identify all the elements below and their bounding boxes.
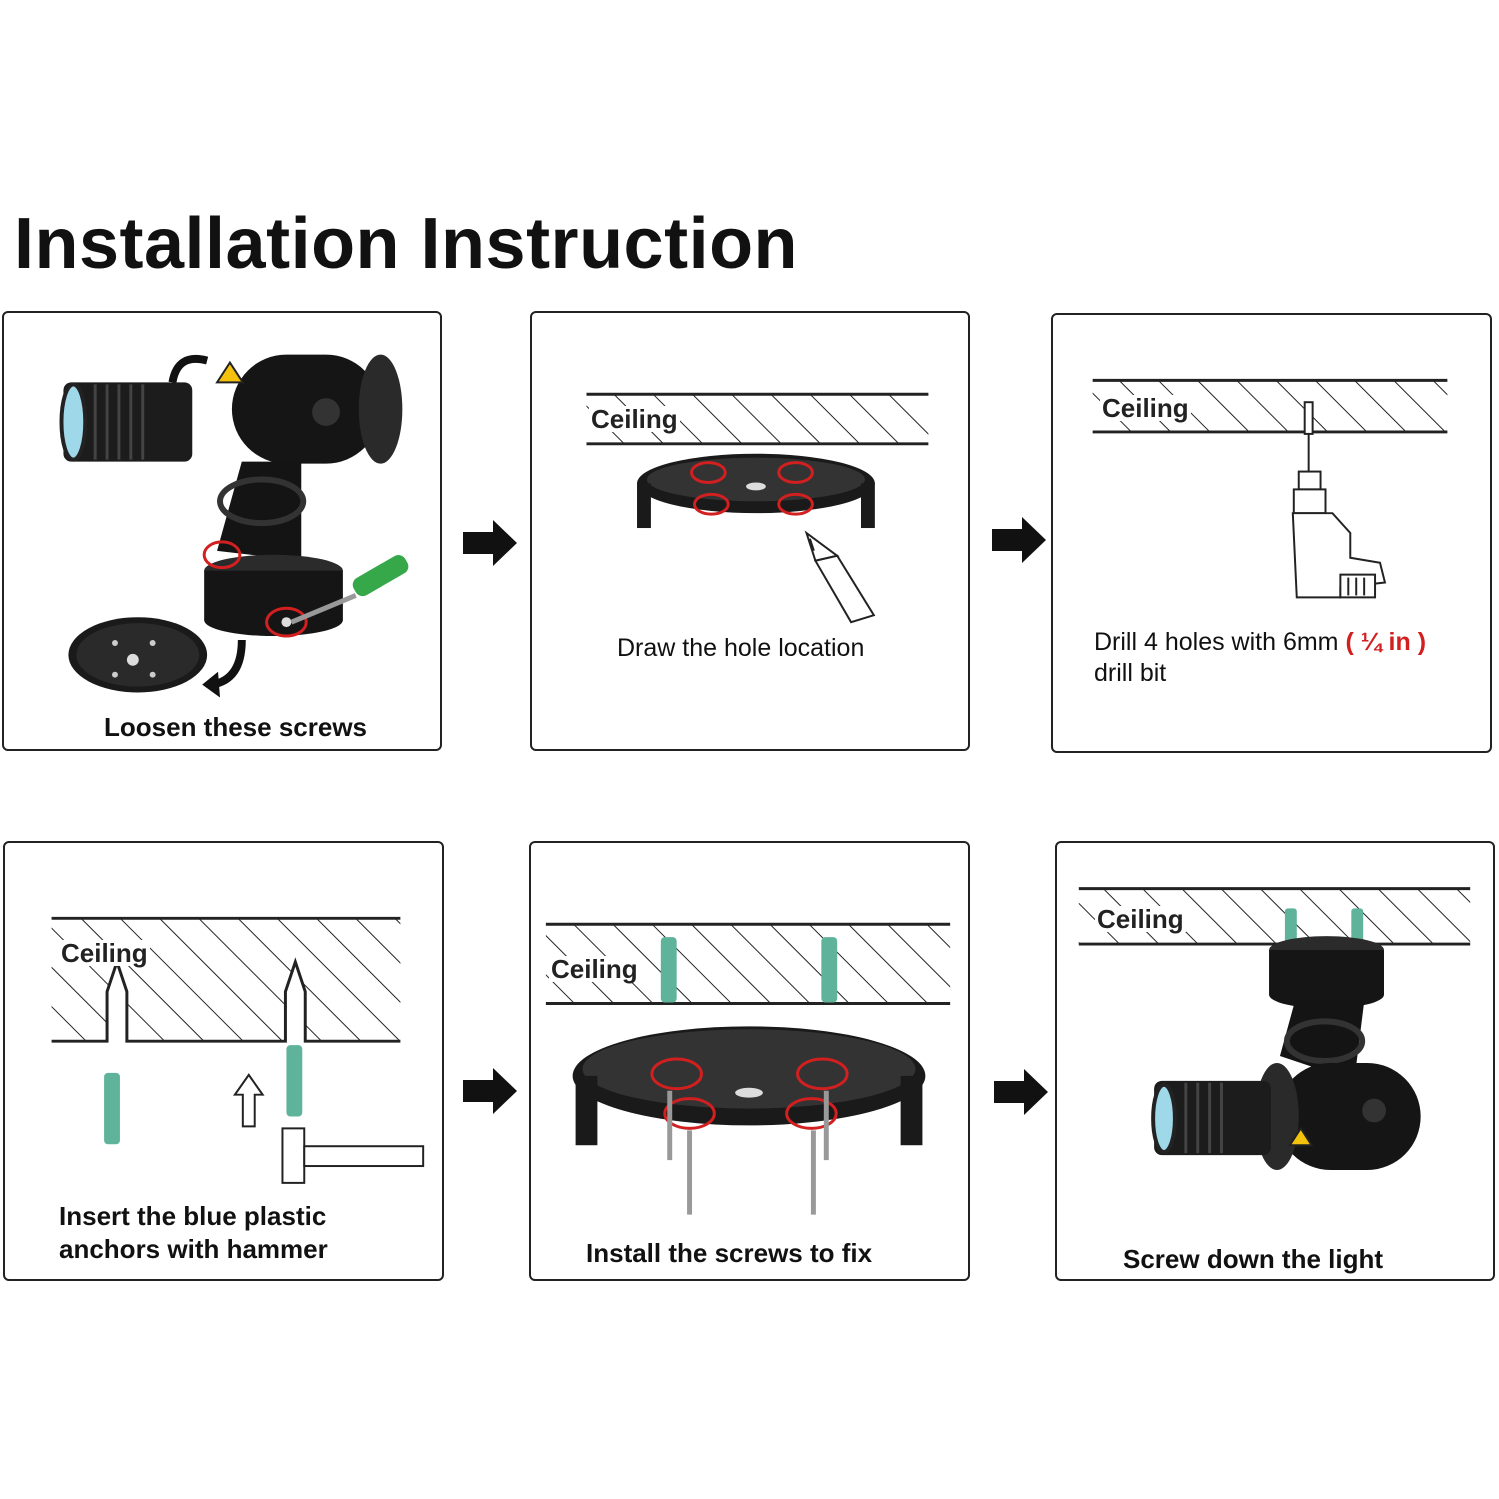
hammer-icon: [281, 1127, 425, 1184]
screw-install-illustration: [545, 922, 951, 1215]
right-arrow-icon: [463, 1068, 517, 1114]
caption-line: anchors with hammer: [59, 1233, 328, 1264]
ceiling-label: Ceiling: [1095, 904, 1186, 934]
step-panel-6: Ceiling Screw down the light: [1055, 841, 1495, 1281]
caption-text: Drill 4 holes with 6mm: [1094, 628, 1339, 656]
ceiling-plate-illustration: [586, 392, 929, 624]
caption-text: drill bit: [1094, 659, 1167, 688]
caption-highlight: ( ¼ in ): [1345, 628, 1427, 656]
step-panel-1: Loosen these screws: [2, 311, 442, 751]
step-6-caption: Screw down the light: [1123, 1244, 1384, 1274]
up-arrow-icon: [232, 1073, 265, 1128]
step-panel-4: Ceiling Insert the blue plastic anchors …: [3, 841, 444, 1281]
ceiling-label: Ceiling: [589, 404, 680, 434]
step-5-caption: Install the screws to fix: [586, 1238, 873, 1268]
step-2-caption: Draw the hole location: [617, 634, 865, 662]
page-title: Installation Instruction: [14, 204, 799, 284]
step-panel-3: Ceiling Drill 4 holes with 6mm ( ¼ in ) …: [1051, 313, 1492, 753]
mounted-light-illustration: [1078, 887, 1471, 1170]
ceiling-label: Ceiling: [549, 954, 640, 984]
step-1-caption: Loosen these screws: [104, 712, 367, 742]
ceiling-label: Ceiling: [59, 938, 150, 968]
right-arrow-icon: [992, 517, 1046, 563]
anchor-insert-illustration: [51, 916, 425, 1184]
step-panel-2: Ceiling Draw the hole location: [530, 311, 970, 751]
step-3-caption: Drill 4 holes with 6mm ( ¼ in ) drill bi…: [1094, 627, 1489, 690]
caption-line: Insert the blue plastic: [59, 1201, 327, 1231]
step-4-caption: Insert the blue plastic anchors with ham…: [59, 1200, 328, 1265]
step-panel-5: Ceiling Install the screws to fix: [529, 841, 970, 1281]
drill-icon: [1291, 433, 1387, 599]
pencil-icon: [804, 530, 876, 624]
ceiling-label: Ceiling: [1100, 393, 1191, 423]
drill-illustration: [1092, 378, 1448, 599]
right-arrow-icon: [994, 1069, 1048, 1115]
projector-illustration: [59, 354, 409, 698]
right-arrow-icon: [463, 520, 517, 566]
